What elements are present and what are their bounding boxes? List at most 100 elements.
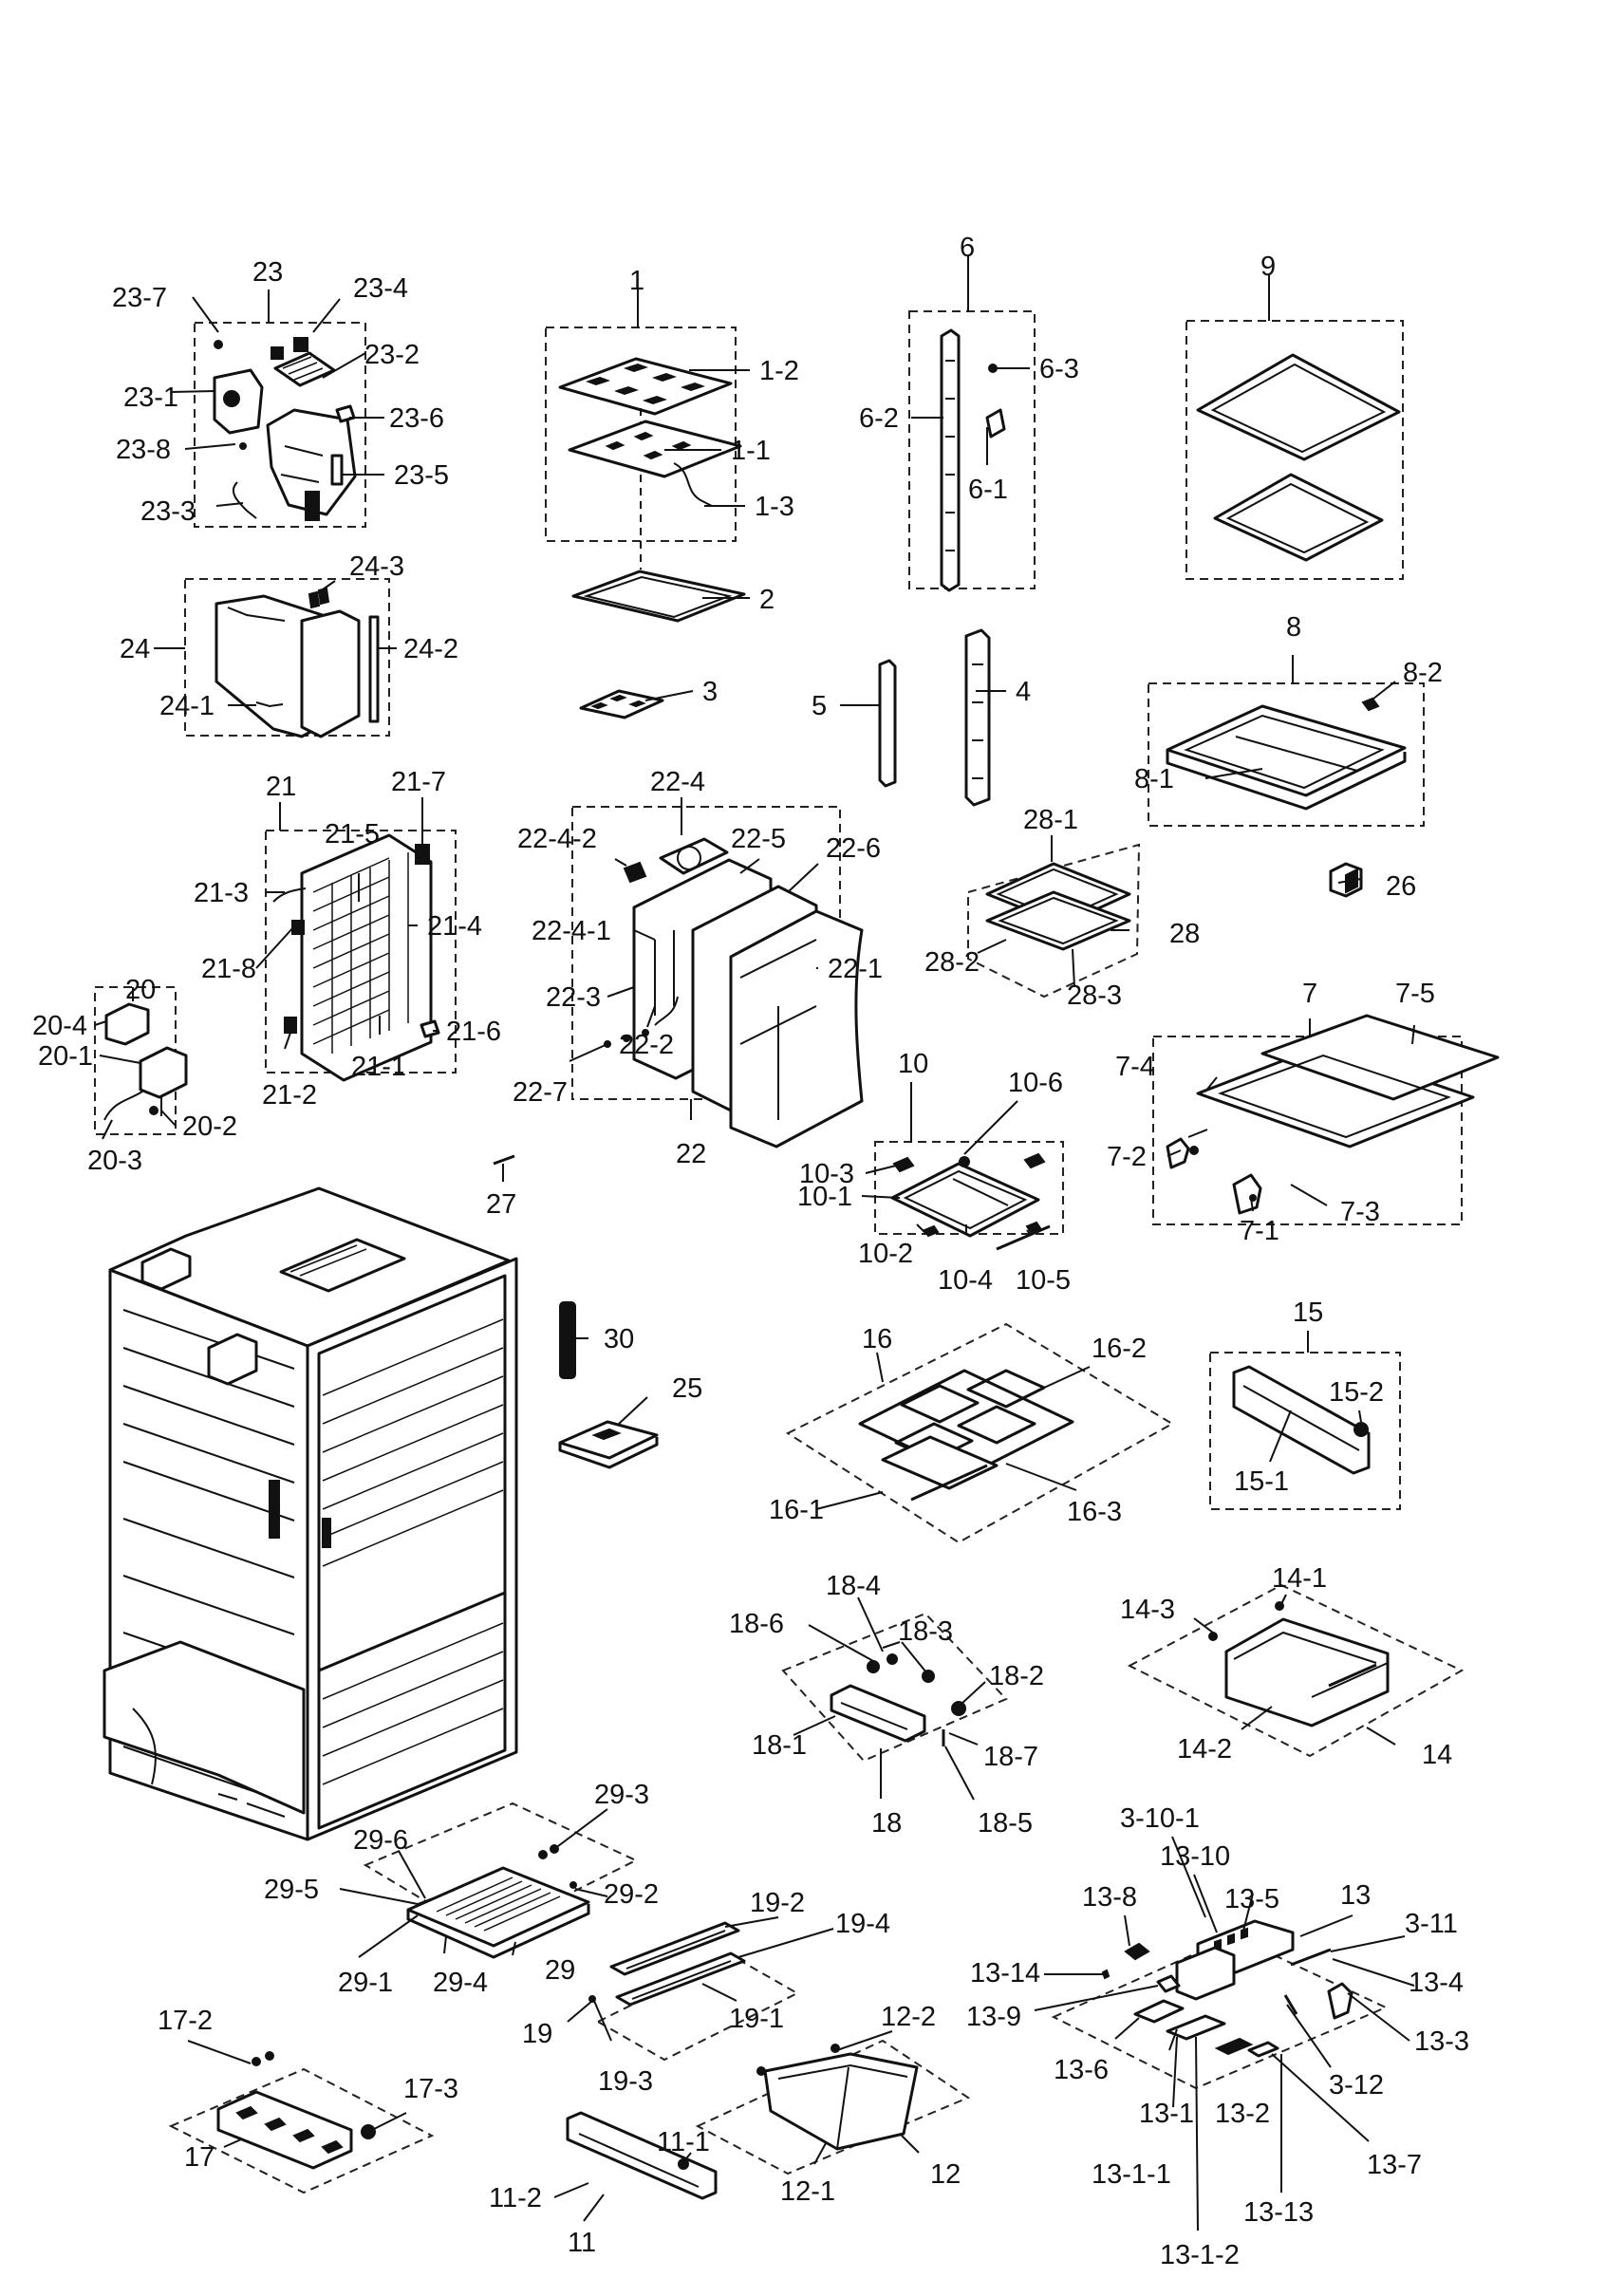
label-11-1: 11-1 xyxy=(657,2127,710,2157)
label-29-3: 29-3 xyxy=(594,1780,649,1810)
label-10-5: 10-5 xyxy=(1016,1265,1071,1296)
label-3-12: 3-12 xyxy=(1329,2070,1384,2101)
label-21-3: 21-3 xyxy=(194,878,249,908)
leader-lines xyxy=(94,256,1415,2231)
label-19: 19 xyxy=(522,2019,552,2049)
label-24: 24 xyxy=(120,634,150,664)
label-21-5: 21-5 xyxy=(325,819,380,850)
label-12-2: 12-2 xyxy=(881,2002,936,2032)
label-13-5: 13-5 xyxy=(1224,1884,1279,1914)
rail-6-drawing xyxy=(940,328,1006,592)
label-28-2: 28-2 xyxy=(924,947,980,978)
label-1-3: 1-3 xyxy=(755,492,794,522)
label-29-6: 29-6 xyxy=(353,1825,408,1856)
label-1-1: 1-1 xyxy=(731,436,771,466)
label-17: 17 xyxy=(184,2142,215,2173)
label-3-10-1: 3-10-1 xyxy=(1120,1803,1200,1834)
label-10: 10 xyxy=(898,1049,928,1079)
label-7-3: 7-3 xyxy=(1340,1197,1380,1227)
label-7-2: 7-2 xyxy=(1107,1142,1147,1172)
label-20-4: 20-4 xyxy=(32,1011,87,1041)
label-18-3: 18-3 xyxy=(898,1616,953,1647)
label-18: 18 xyxy=(871,1808,902,1839)
label-12-1: 12-1 xyxy=(780,2176,835,2207)
label-30: 30 xyxy=(604,1324,634,1354)
label-22-4: 22-4 xyxy=(650,767,705,797)
label-21-1: 21-1 xyxy=(351,1052,406,1082)
label-13-4: 13-4 xyxy=(1409,1968,1464,1998)
label-17-3: 17-3 xyxy=(403,2074,458,2104)
label-12: 12 xyxy=(930,2159,961,2190)
label-20: 20 xyxy=(125,975,156,1005)
label-22-6: 22-6 xyxy=(826,833,881,864)
label-24-2: 24-2 xyxy=(403,634,458,664)
label-9: 9 xyxy=(1260,252,1276,282)
ice-maker-drawing xyxy=(213,337,357,521)
label-13-14: 13-14 xyxy=(970,1958,1040,1989)
label-14: 14 xyxy=(1422,1740,1452,1770)
label-22: 22 xyxy=(676,1139,706,1169)
label-10-6: 10-6 xyxy=(1008,1068,1063,1098)
label-19-2: 19-2 xyxy=(750,1888,805,1918)
label-28-3: 28-3 xyxy=(1067,980,1122,1011)
label-13-1-2: 13-1-2 xyxy=(1160,2240,1240,2270)
label-17-2: 17-2 xyxy=(158,2006,213,2036)
label-15: 15 xyxy=(1293,1298,1323,1328)
label-18-7: 18-7 xyxy=(983,1742,1038,1772)
label-16: 16 xyxy=(862,1324,892,1354)
label-29-5: 29-5 xyxy=(264,1875,319,1905)
label-18-1: 18-1 xyxy=(752,1730,807,1761)
label-10-1: 10-1 xyxy=(797,1182,852,1212)
label-21-4: 21-4 xyxy=(427,911,482,942)
label-16-2: 16-2 xyxy=(1092,1334,1147,1364)
fan-panel-22-drawing xyxy=(604,837,864,1148)
group-boxes xyxy=(94,310,1465,2194)
label-3-11: 3-11 xyxy=(1405,1909,1458,1939)
label-23-8: 23-8 xyxy=(116,435,171,465)
shelf-8-drawing xyxy=(1166,697,1407,811)
rail-11-drawing xyxy=(566,2111,718,2200)
label-14-3: 14-3 xyxy=(1120,1595,1175,1625)
label-8: 8 xyxy=(1286,612,1301,643)
label-21-8: 21-8 xyxy=(201,954,256,984)
label-15-2: 15-2 xyxy=(1329,1377,1384,1408)
label-22-3: 22-3 xyxy=(546,982,601,1013)
label-8-1: 8-1 xyxy=(1134,764,1174,794)
label-23-4: 23-4 xyxy=(353,273,408,304)
label-13-1-1: 13-1-1 xyxy=(1092,2159,1171,2190)
label-5: 5 xyxy=(812,691,827,721)
label-23-1: 23-1 xyxy=(123,383,178,413)
label-27: 27 xyxy=(486,1189,516,1220)
label-8-2: 8-2 xyxy=(1403,658,1443,688)
evaporator-21-drawing xyxy=(272,833,440,1082)
shelf-28-drawing xyxy=(985,862,1131,951)
label-24-1: 24-1 xyxy=(159,691,215,721)
label-19-1: 19-1 xyxy=(729,2004,784,2034)
drawer-14-drawing xyxy=(1208,1601,1390,1727)
label-13: 13 xyxy=(1340,1880,1371,1911)
label-22-2: 22-2 xyxy=(619,1030,674,1060)
label-23-5: 23-5 xyxy=(394,460,449,491)
label-20-3: 20-3 xyxy=(87,1146,142,1176)
label-28-1: 28-1 xyxy=(1023,805,1078,835)
label-16-3: 16-3 xyxy=(1067,1497,1122,1527)
label-20-1: 20-1 xyxy=(38,1041,93,1072)
label-21-6: 21-6 xyxy=(446,1017,501,1047)
label-13-1: 13-1 xyxy=(1139,2099,1194,2129)
label-22-4-1: 22-4-1 xyxy=(532,916,611,946)
label-7-5: 7-5 xyxy=(1395,979,1435,1009)
part-18-drawing xyxy=(830,1641,966,1746)
label-23-3: 23-3 xyxy=(140,496,196,527)
label-20-2: 20-2 xyxy=(182,1111,237,1142)
label-10-3: 10-3 xyxy=(799,1159,854,1189)
panel-17-drawing xyxy=(216,2051,376,2170)
label-14-1: 14-1 xyxy=(1272,1563,1327,1594)
label-2: 2 xyxy=(759,585,775,615)
label-16-1: 16-1 xyxy=(769,1495,824,1525)
label-6: 6 xyxy=(960,233,975,263)
label-26: 26 xyxy=(1386,871,1416,902)
label-13-7: 13-7 xyxy=(1367,2150,1422,2180)
label-13-13: 13-13 xyxy=(1243,2197,1314,2228)
label-18-2: 18-2 xyxy=(989,1661,1044,1691)
label-19-4: 19-4 xyxy=(835,1909,890,1939)
